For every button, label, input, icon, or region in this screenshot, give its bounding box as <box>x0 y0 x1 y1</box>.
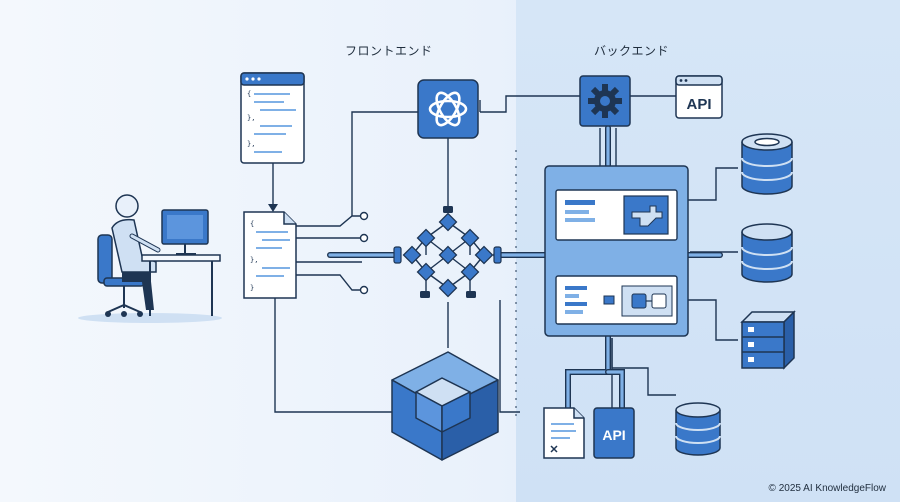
server-icon <box>740 310 796 370</box>
svg-text:{: { <box>250 220 254 228</box>
code-window-icon: { }, }, <box>240 72 305 164</box>
api-window-icon: API <box>675 75 723 119</box>
svg-text:}: } <box>250 284 254 292</box>
database-icon <box>741 133 793 195</box>
copyright-text: © 2025 AI KnowledgeFlow <box>768 483 886 494</box>
backend-core <box>544 165 689 337</box>
api-block-icon: API <box>593 407 635 459</box>
svg-text:},: }, <box>250 256 258 264</box>
database-icon <box>741 223 793 283</box>
network-graph-icon <box>402 206 494 298</box>
document-icon <box>543 407 585 459</box>
gear-icon <box>579 75 631 127</box>
api-label-bottom: API <box>602 427 625 443</box>
svg-text:},: }, <box>247 140 255 148</box>
api-label-top: API <box>686 96 711 113</box>
frontend-label: フロントエンド <box>345 44 433 58</box>
backend-label: バックエンド <box>594 44 670 58</box>
ai-logo-icon <box>417 79 479 139</box>
svg-text:{: { <box>247 90 251 98</box>
user-at-desk-icon <box>78 194 222 323</box>
database-icon <box>675 402 721 456</box>
connectors <box>268 95 738 420</box>
cube-icon <box>391 351 499 461</box>
code-file-icon: { }, } <box>243 211 297 299</box>
svg-text:},: }, <box>247 114 255 122</box>
